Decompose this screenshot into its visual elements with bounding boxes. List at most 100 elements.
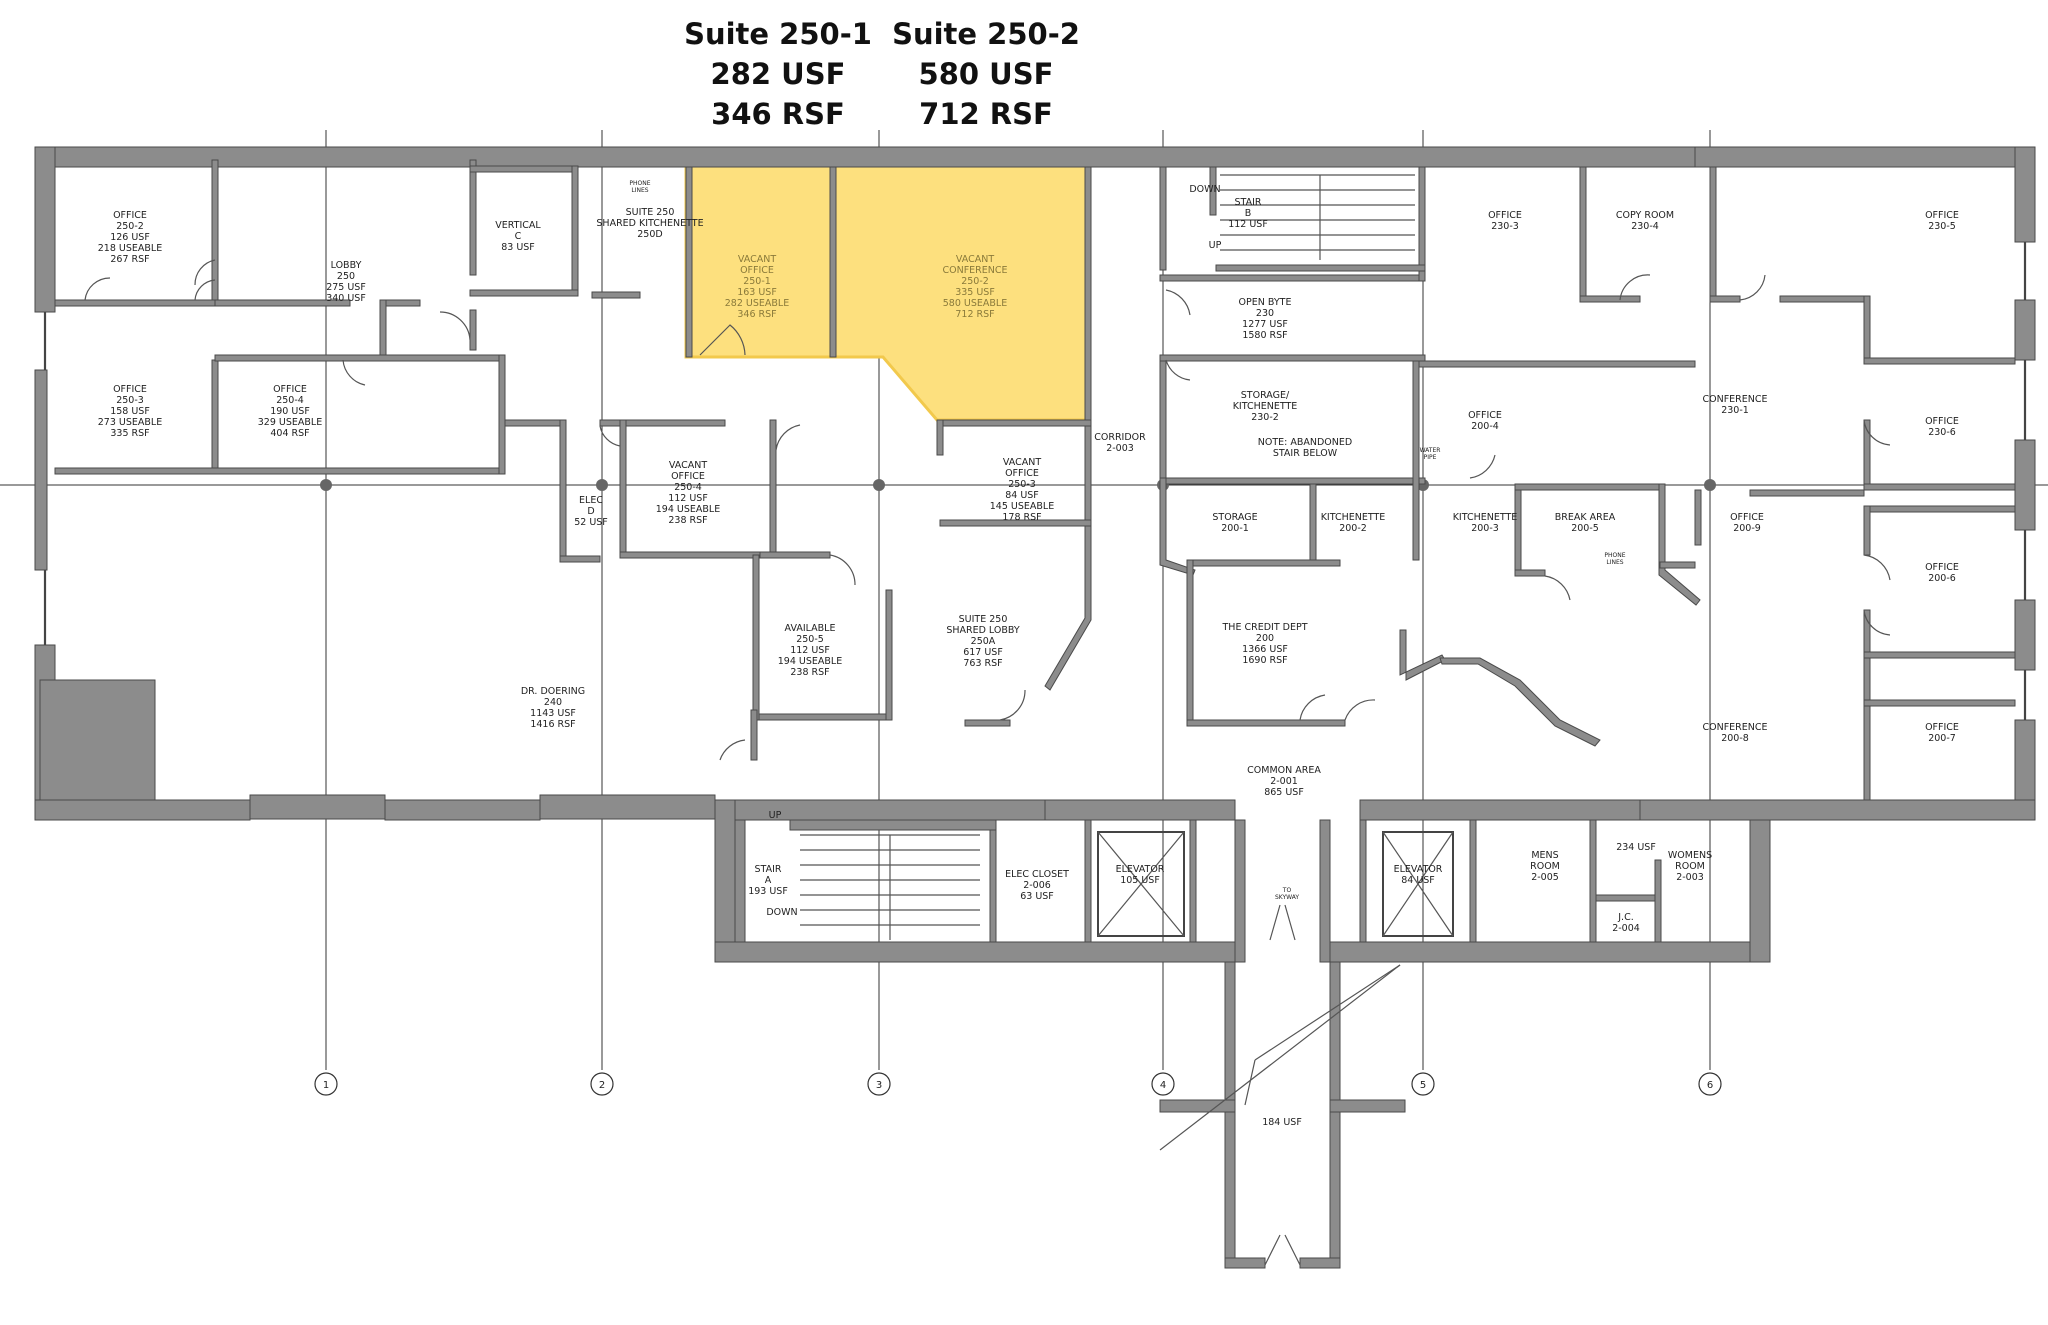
stair-a-treads xyxy=(800,834,980,940)
exterior-walls xyxy=(34,146,2036,1269)
room-label-office-200-4: OFFICE xyxy=(1468,410,1502,421)
room-label-conference-230-1: 230-1 xyxy=(1721,405,1749,416)
room-label-mens: MENS xyxy=(1531,850,1558,861)
room-label-storage-200-1: STORAGE xyxy=(1212,512,1257,523)
room-label-kitchenette-250: SHARED KITCHENETTE xyxy=(596,218,703,229)
room-label-area-234: 234 USF xyxy=(1616,842,1656,853)
room-label-available-250-5: 250-5 xyxy=(796,634,824,645)
phone-lines-marker: PHONE xyxy=(629,180,650,187)
room-label-kitchenette-200-2: KITCHENETTE xyxy=(1321,512,1386,523)
room-label-elec-d: 52 USF xyxy=(574,517,608,528)
room-label-common-area: 2-001 xyxy=(1270,776,1298,787)
room-label-stair-b: STAIR xyxy=(1235,197,1262,208)
down-marker: DOWN xyxy=(766,907,797,918)
room-label-vacant-office-250-3: 178 RSF xyxy=(1002,512,1041,523)
room-label-office-200-9: 200-9 xyxy=(1733,523,1761,534)
room-label-mens: 2-005 xyxy=(1531,872,1559,883)
room-label-vacant-conf-250-2: CONFERENCE xyxy=(942,265,1007,276)
room-label-kitchenette-250: 250D xyxy=(637,229,662,240)
room-label-office-200-6: 200-6 xyxy=(1928,573,1956,584)
room-label-office-250-2: 126 USF xyxy=(110,232,150,243)
up-marker: UP xyxy=(1209,240,1222,251)
room-label-vacant-conf-250-2: VACANT xyxy=(956,254,994,265)
room-label-available-250-5: 194 USEABLE xyxy=(778,656,842,667)
room-label-storage-kitchenette: KITCHENETTE xyxy=(1233,401,1298,412)
room-label-dr-doering: 1143 USF xyxy=(530,708,576,719)
room-label-vacant-office-250-3: OFFICE xyxy=(1005,468,1039,479)
room-label-mens: ROOM xyxy=(1530,861,1560,872)
room-label-jc: 2-004 xyxy=(1612,923,1640,934)
room-label-common-area: 865 USF xyxy=(1264,787,1304,798)
room-label-elec-closet: ELEC CLOSET xyxy=(1005,869,1069,880)
room-label-to-skyway: TO xyxy=(1282,887,1292,894)
grid-bubble-label: 1 xyxy=(323,1080,329,1091)
room-label-conference-200-8: CONFERENCE xyxy=(1702,722,1767,733)
room-label-womens: ROOM xyxy=(1675,861,1705,872)
room-label-office-230-6: 230-6 xyxy=(1928,427,1956,438)
room-label-elec-closet: 63 USF xyxy=(1020,891,1054,902)
room-label-office-200-4: 200-4 xyxy=(1471,421,1499,432)
room-label-vacant-office-250-3: 250-3 xyxy=(1008,479,1036,490)
room-label-open-byte: 1580 RSF xyxy=(1242,330,1287,341)
suite-usf: 580 USF xyxy=(918,57,1054,91)
room-label-office-250-3: 335 RSF xyxy=(110,428,149,439)
room-label-credit-dept: 1690 RSF xyxy=(1242,655,1287,666)
room-label-available-250-5: AVAILABLE xyxy=(785,623,836,634)
room-label-vertical-c: VERTICAL xyxy=(495,220,541,231)
suite-name: Suite 250-2 xyxy=(892,17,1080,51)
room-label-to-skyway: SKYWAY xyxy=(1275,894,1299,901)
room-label-vacant-conf-250-2: 712 RSF xyxy=(955,309,994,320)
room-label-office-230-5: 230-5 xyxy=(1928,221,1956,232)
room-label-office-250-4: OFFICE xyxy=(273,384,307,395)
room-label-credit-dept: 200 xyxy=(1256,633,1274,644)
room-label-copy-230-4: 230-4 xyxy=(1631,221,1659,232)
room-label-vacant-conf-250-2: 335 USF xyxy=(955,287,995,298)
room-label-lobby-250: 275 USF xyxy=(326,282,366,293)
room-label-stair-a: A xyxy=(765,875,772,886)
room-label-shared-lobby: SUITE 250 xyxy=(959,614,1008,625)
room-label-note: NOTE: ABANDONED xyxy=(1258,437,1352,448)
room-label-lobby-250: 340 USF xyxy=(326,293,366,304)
room-label-stair-a: 193 USF xyxy=(748,886,788,897)
room-label-vacant-conf-250-2: 580 USEABLE xyxy=(943,298,1007,309)
suite-rsf: 346 RSF xyxy=(711,97,845,131)
room-label-office-250-4: 329 USEABLE xyxy=(258,417,322,428)
room-label-vacant-office-250-1: 346 RSF xyxy=(737,309,776,320)
room-label-break-200-5: BREAK AREA xyxy=(1555,512,1616,523)
water-pipe-marker: PIPE xyxy=(1424,454,1437,461)
water-pipe-marker: WATER xyxy=(1420,447,1441,454)
room-label-shared-lobby: 763 RSF xyxy=(963,658,1002,669)
room-label-office-250-4: 404 RSF xyxy=(270,428,309,439)
room-label-jc: J.C. xyxy=(1617,912,1633,923)
room-label-conference-230-1: CONFERENCE xyxy=(1702,394,1767,405)
room-label-break-200-5: 200-5 xyxy=(1571,523,1599,534)
room-label-open-byte: 1277 USF xyxy=(1242,319,1288,330)
room-label-credit-dept: 1366 USF xyxy=(1242,644,1288,655)
room-label-office-200-9: OFFICE xyxy=(1730,512,1764,523)
room-label-office-230-6: OFFICE xyxy=(1925,416,1959,427)
room-label-dr-doering: 1416 RSF xyxy=(530,719,575,730)
room-label-lobby-250: 250 xyxy=(337,271,355,282)
room-label-vacant-office-250-1: 163 USF xyxy=(737,287,777,298)
room-label-conference-200-8: 200-8 xyxy=(1721,733,1749,744)
room-label-stair-b: 112 USF xyxy=(1228,219,1268,230)
room-label-storage-kitchenette: STORAGE/ xyxy=(1241,390,1290,401)
room-label-office-250-3: 158 USF xyxy=(110,406,150,417)
phone-lines-marker: LINES xyxy=(631,187,648,194)
room-label-vacant-office-250-1: 282 USEABLE xyxy=(725,298,789,309)
room-label-available-250-5: 112 USF xyxy=(790,645,830,656)
room-label-office-230-3: OFFICE xyxy=(1488,210,1522,221)
room-label-vertical-c: C xyxy=(515,231,522,242)
room-label-office-250-2: 250-2 xyxy=(116,221,144,232)
room-label-kitchenette-200-3: 200-3 xyxy=(1471,523,1499,534)
markers: UP DOWN DOWN UP PHONE LINES PHONE LINES … xyxy=(629,180,1625,918)
room-label-elevator-2: ELEVATOR xyxy=(1394,864,1443,875)
room-label-vacant-office-250-1: VACANT xyxy=(738,254,776,265)
room-label-vacant-office-250-3: VACANT xyxy=(1003,457,1041,468)
room-label-vacant-office-250-3: 145 USEABLE xyxy=(990,501,1054,512)
room-label-kitchenette-250: SUITE 250 xyxy=(626,207,675,218)
grid-bubble-label: 5 xyxy=(1420,1080,1426,1091)
grid-bubble-label: 6 xyxy=(1707,1080,1713,1091)
room-label-elec-d: D xyxy=(587,506,594,517)
room-label-womens: 2-003 xyxy=(1676,872,1704,883)
